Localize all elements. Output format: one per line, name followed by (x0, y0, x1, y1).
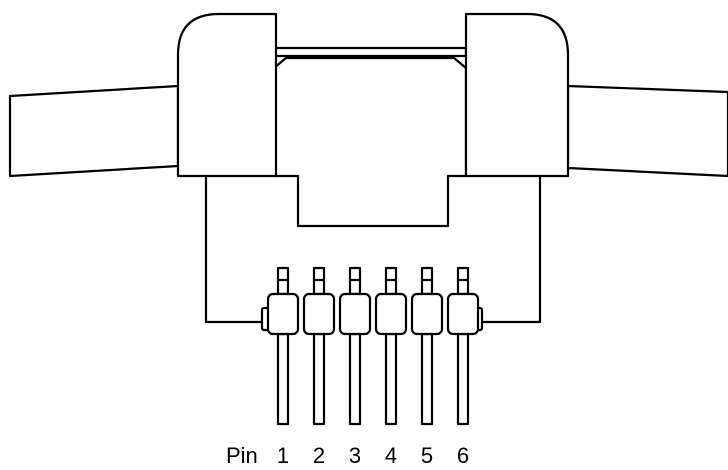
pin-label: Pin (226, 443, 258, 468)
right-block (464, 12, 570, 178)
pin-1-lead (276, 332, 290, 426)
pin-1 (266, 266, 300, 426)
pin-number-3: 3 (349, 443, 361, 468)
pin-group (260, 266, 484, 426)
pin-4-contact (374, 292, 408, 336)
pin-number-5: 5 (421, 443, 433, 468)
pin-number-6: 6 (457, 443, 469, 468)
pin-number-1: 1 (277, 443, 289, 468)
pin-3-contact (338, 292, 372, 336)
pin-6-lead (456, 332, 470, 426)
housing-body (204, 176, 542, 324)
pin-2 (302, 266, 336, 426)
pin-number-2: 2 (313, 443, 325, 468)
pin-6 (446, 266, 480, 426)
cable-right (566, 84, 728, 178)
pin-6-contact (446, 292, 480, 336)
pin-2-lead (312, 332, 326, 426)
pin-3-lead (348, 332, 362, 426)
center-latch (272, 56, 468, 228)
left-block (176, 12, 278, 178)
pin-3 (338, 266, 372, 426)
pin-4-lead (384, 332, 398, 426)
pin-5 (410, 266, 444, 426)
pin-4 (374, 266, 408, 426)
pin-5-lead (420, 332, 434, 426)
top-bridge (272, 46, 468, 58)
pin-number-4: 4 (385, 443, 397, 468)
pin-2-contact (302, 292, 336, 336)
pin-5-contact (410, 292, 444, 336)
pin-1-contact (266, 292, 300, 336)
cable-left (8, 84, 180, 178)
